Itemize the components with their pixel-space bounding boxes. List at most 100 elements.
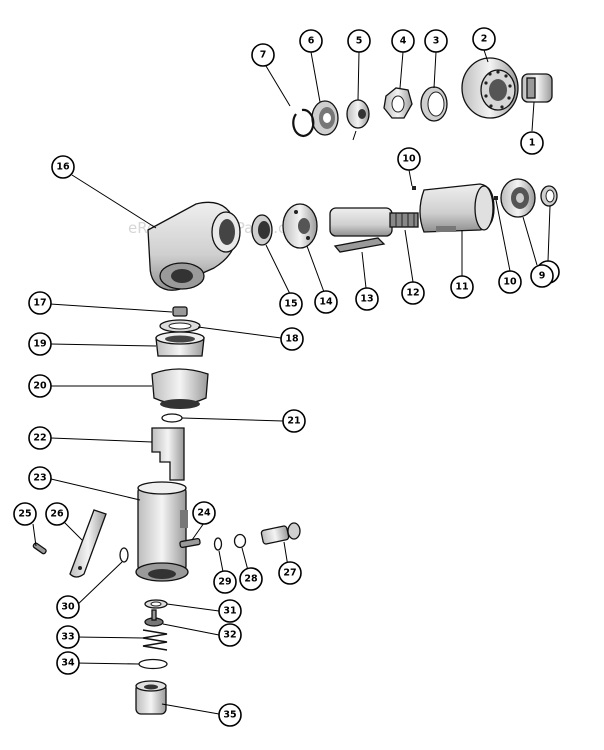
part-9-end-plate: [500, 178, 536, 218]
part-22-valve: [151, 427, 185, 481]
callout-10a: 10: [397, 147, 421, 171]
callout-28: 28: [239, 567, 263, 591]
part-21-o-ring: [161, 413, 183, 423]
part-23-main-housing: [135, 481, 189, 582]
callout-14: 14: [314, 290, 338, 314]
part-4-nut: [383, 87, 413, 119]
svg-text:27: 27: [283, 568, 296, 579]
part-7-retaining-ring: [292, 108, 315, 137]
callout-32: 32: [218, 623, 242, 647]
part-19-collar: [155, 331, 205, 357]
callout-5: 5: [347, 29, 371, 53]
svg-text:23: 23: [33, 473, 46, 484]
svg-text:18: 18: [285, 334, 299, 345]
callout-7: 7: [251, 43, 275, 67]
part-15-bearing: [251, 214, 273, 246]
part-32-valve: [144, 609, 164, 627]
callout-11: 11: [450, 275, 474, 299]
part-17-nut: [172, 306, 188, 317]
callout-26: 26: [45, 502, 69, 526]
callout-15: 15: [279, 292, 303, 316]
svg-text:26: 26: [50, 509, 64, 520]
part-12-rotor: [329, 207, 419, 237]
callout-35: 35: [218, 703, 242, 727]
callout-27: 27: [278, 561, 302, 585]
svg-text:6: 6: [308, 36, 315, 47]
callout-1: 1: [520, 131, 544, 155]
callout-3: 3: [424, 29, 448, 53]
part-26-lever: [69, 509, 107, 578]
callout-9: 9: [530, 264, 554, 288]
svg-text:22: 22: [33, 433, 46, 444]
callout-2: 2: [472, 27, 496, 51]
part-31-washer: [144, 599, 168, 609]
svg-text:5: 5: [356, 36, 363, 47]
part-29-o-ring: [213, 537, 223, 551]
part-10-pin: [412, 186, 498, 200]
part-20-sleeve: [151, 368, 209, 409]
svg-text:2: 2: [481, 34, 488, 45]
callout-23: 23: [28, 466, 52, 490]
callout-18: 18: [280, 327, 304, 351]
part-6-bearing: [311, 100, 339, 136]
callout-30: 30: [56, 595, 80, 619]
svg-text:20: 20: [33, 381, 47, 392]
callout-24: 24: [192, 501, 216, 525]
part-5-bushing: [346, 99, 370, 141]
part-30-o-ring: [119, 547, 129, 563]
part-18-washer: [159, 319, 201, 333]
svg-text:9: 9: [539, 271, 546, 282]
callout-22: 22: [28, 426, 52, 450]
part-35-inlet: [135, 680, 167, 715]
part-33-spring: [142, 629, 168, 651]
svg-text:33: 33: [61, 632, 74, 643]
callout-29: 29: [213, 570, 237, 594]
svg-text:28: 28: [244, 574, 258, 585]
callout-20: 20: [28, 374, 52, 398]
part-25-pin: [32, 542, 47, 555]
svg-text:11: 11: [455, 282, 468, 293]
svg-text:1: 1: [529, 138, 536, 149]
callout-10b: 10: [498, 270, 522, 294]
svg-text:10: 10: [503, 277, 517, 288]
svg-text:29: 29: [218, 577, 231, 588]
svg-text:14: 14: [319, 297, 333, 308]
svg-text:30: 30: [61, 602, 75, 613]
part-3-ring: [420, 86, 448, 122]
svg-text:12: 12: [406, 288, 419, 299]
callout-19: 19: [28, 332, 52, 356]
svg-text:13: 13: [360, 294, 373, 305]
callout-17: 17: [28, 291, 52, 315]
svg-text:34: 34: [61, 658, 75, 669]
part-11-cylinder: [419, 183, 495, 233]
callout-33: 33: [56, 625, 80, 649]
callout-16: 16: [51, 155, 75, 179]
leader-lines: [32, 49, 551, 715]
part-27-screw: [260, 522, 301, 545]
svg-text:25: 25: [18, 509, 31, 520]
callout-34: 34: [56, 651, 80, 675]
svg-text:10: 10: [402, 154, 416, 165]
callout-12: 12: [401, 281, 425, 305]
svg-text:19: 19: [33, 339, 46, 350]
svg-text:24: 24: [197, 508, 211, 519]
callout-6: 6: [299, 29, 323, 53]
part-1-fitting: [521, 73, 553, 103]
svg-text:31: 31: [223, 606, 236, 617]
part-2-housing: [461, 57, 519, 119]
callout-13: 13: [355, 287, 379, 311]
part-16-angle-head: [147, 201, 241, 291]
svg-text:21: 21: [287, 416, 300, 427]
svg-text:16: 16: [56, 162, 70, 173]
svg-text:32: 32: [223, 630, 236, 641]
part-24-pin: [179, 537, 201, 549]
part-13-vane: [333, 237, 386, 253]
part-28-washer: [233, 533, 247, 549]
callout-25: 25: [13, 502, 37, 526]
svg-text:3: 3: [433, 36, 440, 47]
part-14-gear: [282, 203, 318, 249]
callout-21: 21: [282, 409, 306, 433]
callout-4: 4: [391, 29, 415, 53]
svg-text:17: 17: [33, 298, 46, 309]
